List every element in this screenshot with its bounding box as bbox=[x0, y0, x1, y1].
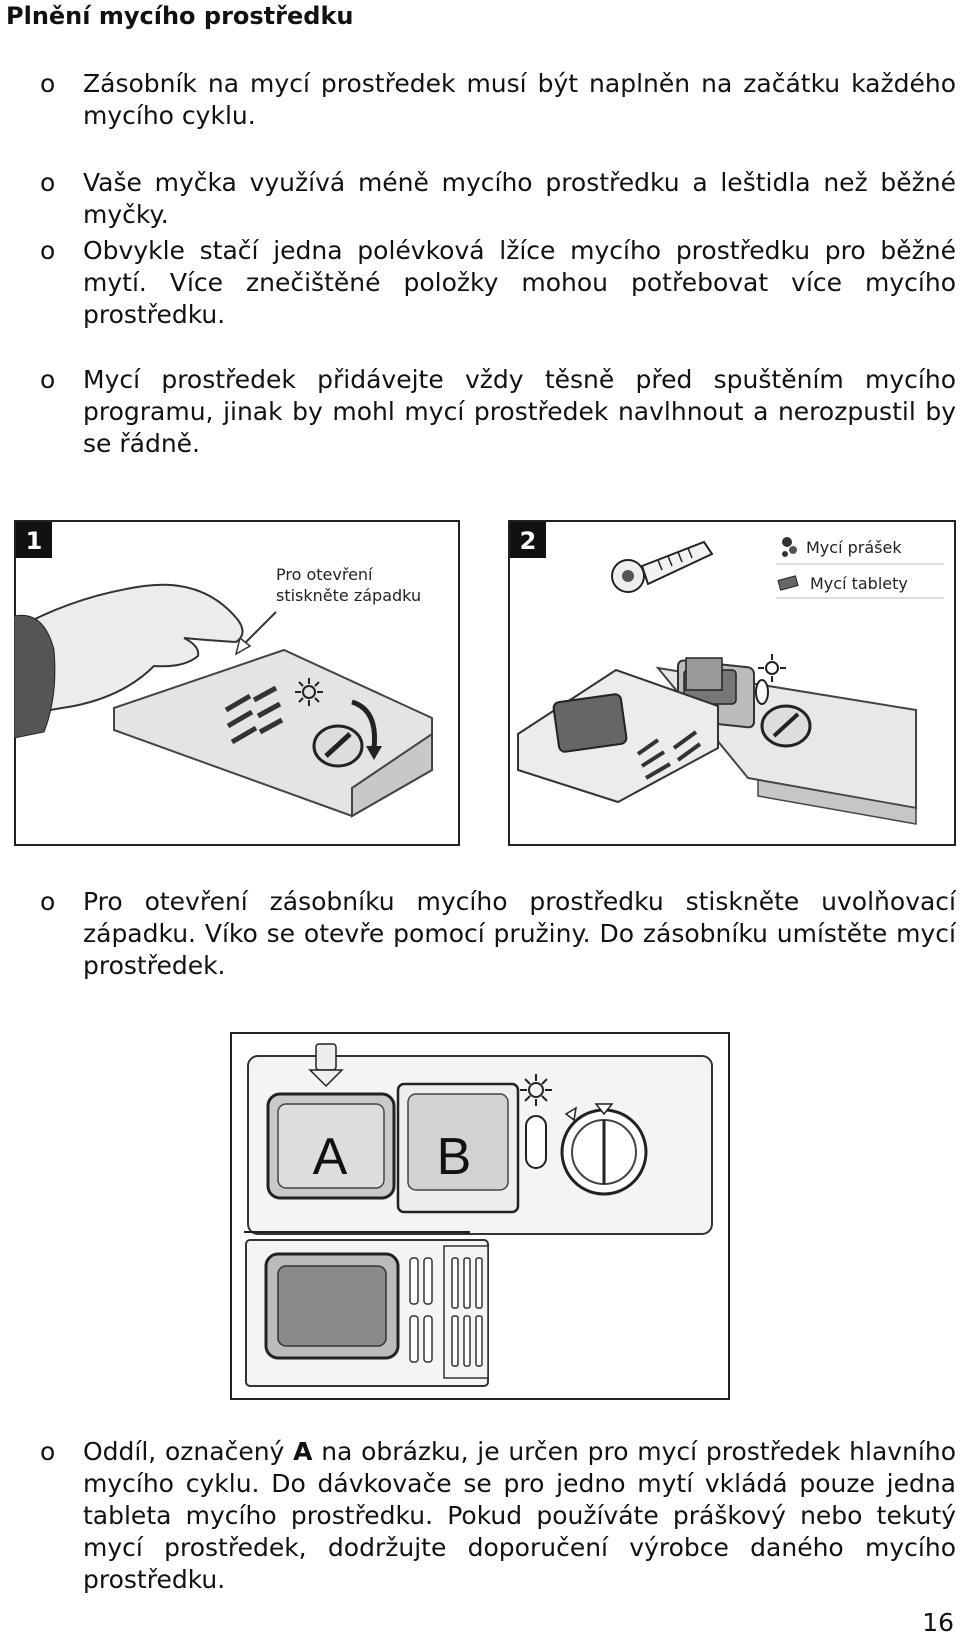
dial-icon bbox=[560, 1103, 648, 1196]
callout-text: stiskněte západku bbox=[276, 586, 421, 605]
bullet-marker: o bbox=[40, 887, 56, 916]
figure-compartments: A B bbox=[230, 1032, 730, 1400]
bullet-marker: o bbox=[40, 1437, 56, 1466]
page-heading: Plnění mycího prostředku bbox=[6, 2, 354, 30]
list-item: o Pro otevření zásobníku mycího prostřed… bbox=[40, 886, 956, 982]
rotate-arrow-icon bbox=[351, 699, 378, 749]
figure-number: 1 bbox=[26, 527, 43, 555]
rinse-aid-cap-icon bbox=[611, 540, 714, 593]
bullet-text: Oddíl, označený A na obrázku, je určen p… bbox=[83, 1436, 956, 1596]
arrow-icon bbox=[308, 1043, 344, 1088]
bullet-marker: o bbox=[40, 365, 56, 394]
figure-open-lid: 2 Mycí prášek Mycí tablety bbox=[508, 520, 956, 846]
hand-illustration bbox=[14, 583, 244, 739]
callout-text: Pro otevření bbox=[276, 565, 373, 584]
sun-icon bbox=[295, 678, 323, 706]
rinse-indicator bbox=[525, 1115, 547, 1169]
dial-icon bbox=[312, 724, 364, 768]
figure-open-latch: 1 Pro otevření stiskněte západku bbox=[14, 520, 460, 846]
lid-illustration bbox=[245, 1239, 489, 1387]
bullet-marker: o bbox=[40, 236, 56, 265]
tablet-icon bbox=[777, 575, 799, 591]
bullet-text: Vaše myčka využívá méně mycího prostředk… bbox=[83, 168, 956, 229]
compartment-a: A bbox=[266, 1092, 396, 1200]
sun-icon bbox=[520, 1074, 552, 1106]
figure-number-box bbox=[510, 522, 546, 558]
label-b: B bbox=[437, 1128, 472, 1186]
bullet-marker: o bbox=[40, 69, 56, 98]
bullet-text: Mycí prostředek přidávejte vždy těsně př… bbox=[83, 365, 956, 458]
list-item: o Zásobník na mycí prostředek musí být n… bbox=[40, 68, 956, 132]
label-a: A bbox=[313, 1128, 348, 1186]
list-item: o Oddíl, označený A na obrázku, je určen… bbox=[40, 1436, 956, 1596]
list-item: o Vaše myčka využívá méně mycího prostře… bbox=[40, 167, 956, 231]
bullet-text-part: na obrázku, je určen pro mycí prostředek… bbox=[83, 1437, 957, 1594]
legend-powder: Mycí prášek bbox=[806, 538, 902, 557]
sun-icon bbox=[758, 654, 786, 682]
page-number: 16 bbox=[922, 1608, 954, 1637]
dispenser-illustration bbox=[517, 540, 917, 825]
dispenser-illustration bbox=[113, 648, 433, 818]
bullet-text: Pro otevření zásobníku mycího prostředku… bbox=[83, 887, 956, 980]
compartment-b: B bbox=[396, 1082, 520, 1214]
figure-number: 2 bbox=[520, 527, 537, 555]
legend-tablets: Mycí tablety bbox=[810, 574, 908, 593]
bullet-text-bold: A bbox=[293, 1437, 313, 1466]
bullet-text-part: Oddíl, označený bbox=[83, 1437, 294, 1466]
list-item: o Obvykle stačí jedna polévková lžíce my… bbox=[40, 235, 956, 331]
callout-arrow-icon bbox=[234, 611, 277, 656]
tablet-icon bbox=[685, 657, 723, 691]
list-item: o Mycí prostředek přidávejte vždy těsně … bbox=[40, 364, 956, 460]
dial-icon bbox=[760, 704, 812, 748]
figure-number-box bbox=[16, 522, 52, 558]
bullet-text: Zásobník na mycí prostředek musí být nap… bbox=[83, 69, 956, 130]
bullet-text: Obvykle stačí jedna polévková lžíce mycí… bbox=[83, 236, 956, 329]
bullet-marker: o bbox=[40, 168, 56, 197]
powder-icon bbox=[782, 537, 797, 557]
